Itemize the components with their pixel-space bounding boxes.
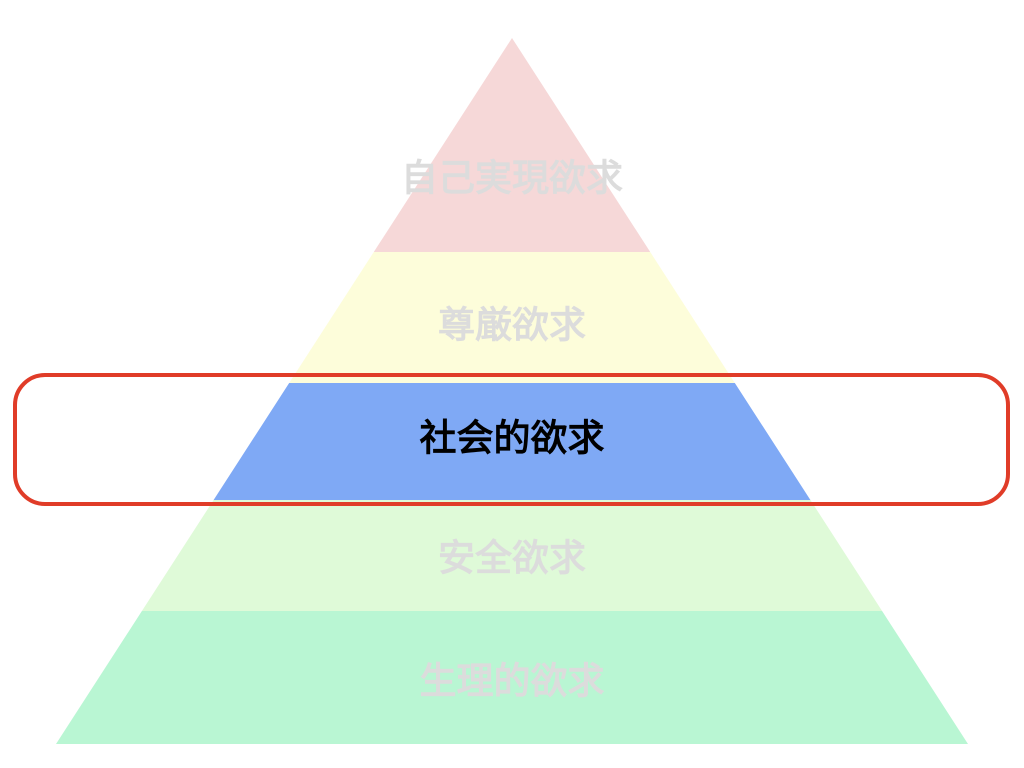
pyramid-tier-1	[373, 38, 651, 252]
pyramid-tier-5	[56, 611, 968, 744]
pyramid-tier-3	[213, 383, 811, 500]
pyramid-tier-label-1: 自己実現欲求	[401, 157, 623, 200]
pyramid-tier-label-5: 生理的欲求	[420, 660, 605, 703]
highlight-frame	[13, 373, 1010, 506]
pyramid-tier-label-4: 安全欲求	[438, 537, 586, 580]
pyramid-tier-label-2: 尊厳欲求	[438, 304, 586, 347]
pyramid-tier-label-3: 社会的欲求	[420, 417, 605, 460]
pyramid-tier-4	[141, 500, 883, 611]
pyramid-tier-2	[289, 252, 735, 383]
